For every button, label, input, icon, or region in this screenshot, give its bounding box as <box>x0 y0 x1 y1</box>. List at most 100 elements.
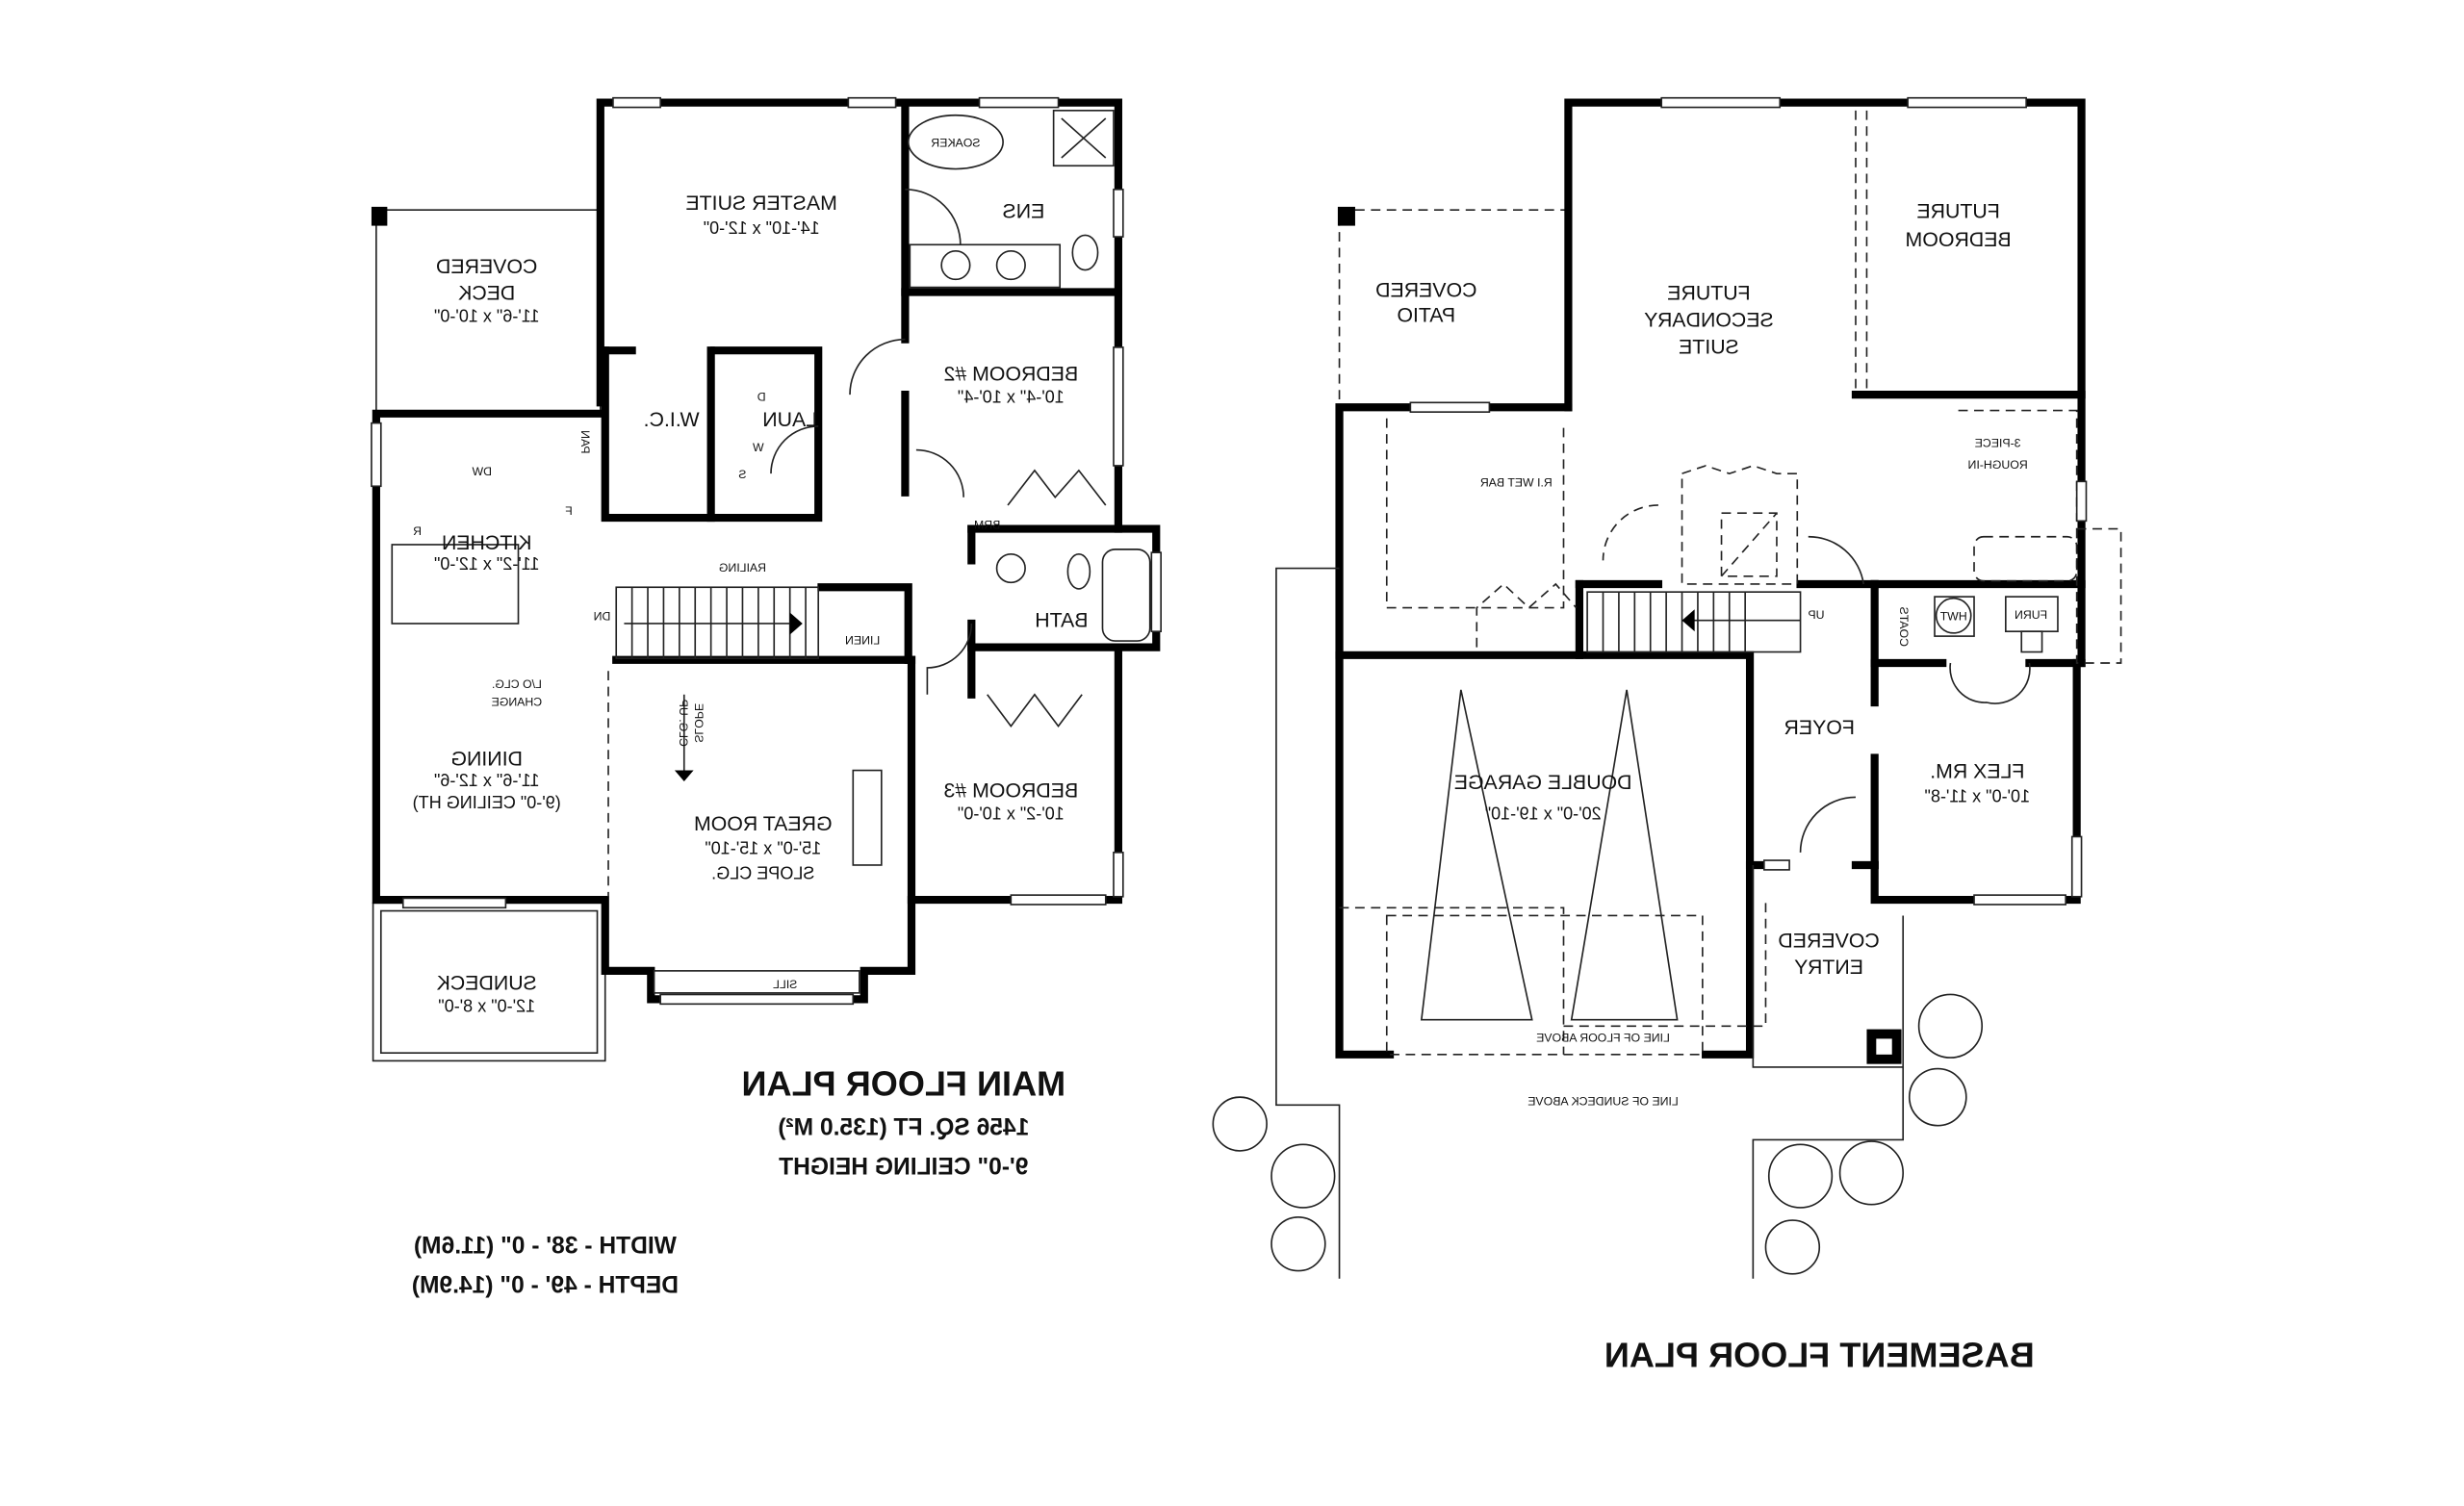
window <box>371 421 382 488</box>
door-swing <box>770 425 819 474</box>
dishwasher-label: DW <box>472 465 492 478</box>
trees <box>1212 993 1984 1275</box>
sink-label: S <box>738 468 746 481</box>
fireplace <box>852 769 883 866</box>
vanity <box>909 243 1062 289</box>
coats-label: COATS <box>1897 607 1911 647</box>
bedroom2-label: BEDROOM #2 <box>943 362 1078 385</box>
main-floor-title: MAIN FLOOR PLAN <box>741 1063 1065 1103</box>
dryer-label: D <box>757 391 766 404</box>
bedroom3-size: 10'-2" x 10'-0" <box>958 804 1065 823</box>
down-label: DN <box>594 610 611 624</box>
tree-icon <box>1838 1140 1905 1206</box>
bedroom2-size: 10'-4" x 10'-4" <box>958 387 1065 406</box>
window <box>1113 346 1124 467</box>
patio-door <box>401 897 507 909</box>
property-line <box>1275 567 1341 1279</box>
line-of-floor-above <box>1385 914 1704 1056</box>
shower <box>1052 110 1115 167</box>
door-swing <box>849 338 906 396</box>
door-swing <box>1799 796 1856 853</box>
property-line <box>1752 1066 1905 1279</box>
flex-room-label: FLEX RM. <box>1930 760 2024 783</box>
window <box>2075 480 2088 523</box>
car-outline <box>1420 689 1533 1021</box>
main-walls <box>372 98 1161 1004</box>
brm-label: BRM <box>974 519 1000 532</box>
window <box>1763 859 1790 871</box>
closet-doors <box>1007 469 1107 506</box>
kitchen-island <box>391 544 520 625</box>
basement-labels: FUTURE BEDROOM COVERED PATIO FUTURE SECO… <box>1375 199 2047 1374</box>
toilet <box>1071 234 1099 271</box>
basement-title: BASEMENT FLOOR PLAN <box>1604 1336 2035 1375</box>
window <box>659 993 855 1006</box>
kitchen-label: KITCHEN <box>442 531 532 554</box>
deck-post <box>371 206 388 226</box>
patio-post <box>1337 206 1355 226</box>
sundeck-above-label: LINE OF SUNDECK ABOVE <box>1527 1094 1678 1108</box>
bathtub <box>1101 549 1151 642</box>
rough-in-label: 3-PIECE <box>1975 436 2021 449</box>
window <box>1010 894 1107 906</box>
master-suite-size: 14'-10" x 12'-0" <box>704 218 820 238</box>
up-label: UP <box>1808 608 1824 622</box>
sink <box>995 552 1026 584</box>
door-swing <box>905 189 962 245</box>
pantry-label: PAN <box>578 430 592 453</box>
main-floor-ceiling: 9'-0" CEILING HEIGHT <box>779 1155 1028 1181</box>
window <box>1973 894 2066 906</box>
basement-walls <box>1335 98 2086 1059</box>
hwt-label: HWT <box>1939 610 1966 624</box>
window <box>978 96 1060 109</box>
sundeck-size: 12'-0" x 8'-0" <box>438 997 535 1016</box>
fridge-label: F <box>565 504 573 518</box>
wet-bar-counter <box>1385 418 1565 609</box>
wet-bar-label: R.I WET BAR <box>1480 475 1553 489</box>
window <box>612 96 661 109</box>
covered-deck-size: 11'-6" x 10'-0" <box>434 307 540 326</box>
flex-room-size: 10'-0" x 11'-8" <box>1925 786 2031 805</box>
main-stairs <box>615 586 820 659</box>
washer-label: W <box>753 441 764 454</box>
covered-patio-label-2: PATIO <box>1397 304 1455 327</box>
tree-icon <box>1764 1219 1821 1275</box>
covered-patio-label: COVERED <box>1375 278 1476 301</box>
foyer-label: FOYER <box>1784 716 1855 739</box>
dining-size: 11'-6" x 12'-6" <box>434 771 540 790</box>
window <box>1409 401 1491 413</box>
door-swing <box>1808 535 1864 585</box>
window <box>1660 96 1782 109</box>
slope-label: SLOPE <box>692 703 706 743</box>
great-room-note: SLOPE CLG. <box>711 864 814 883</box>
secondary-suite-label: FUTURE <box>1667 282 1750 305</box>
covered-deck-label: COVERED <box>436 255 537 278</box>
door-swing <box>915 448 964 498</box>
window <box>1150 551 1162 633</box>
future-bedroom-label: FUTURE <box>1916 199 1999 222</box>
bedroom3-label: BEDROOM #3 <box>943 779 1078 802</box>
door-swing <box>926 623 973 695</box>
main-floor-labels: SOAKER MASTER SUITE 14'-10" x 12'-0" ENS… <box>412 137 1089 1299</box>
water-heater <box>1934 596 1975 637</box>
slope-label-2: CLG. UP <box>677 700 690 747</box>
rough-in-label-2: ROUGH-IN <box>1968 458 2028 472</box>
sill-label: SILL <box>773 978 797 991</box>
tree-icon <box>1212 1096 1268 1152</box>
dining-label: DINING <box>450 748 523 771</box>
secondary-suite-label-2: SECONDARY <box>1644 309 1774 332</box>
tub-rough-in <box>1973 535 2078 582</box>
main-floor-plan: SOAKER MASTER SUITE 14'-10" x 12'-0" ENS… <box>371 96 1162 1299</box>
lo-clg-label: L/O CLG. <box>492 677 542 691</box>
sundeck-label: SUNDECK <box>437 972 537 995</box>
closet <box>1681 465 1799 585</box>
window <box>2070 835 2083 898</box>
furnace-label: FURN <box>2015 608 2047 622</box>
covered-deck-label-2: DECK <box>458 282 515 305</box>
tree-icon <box>1767 1143 1834 1209</box>
soaker-label: SOAKER <box>931 137 980 150</box>
basement-stairs <box>1586 591 1802 653</box>
master-suite-label: MASTER SUITE <box>685 191 837 215</box>
window <box>1907 96 2027 109</box>
